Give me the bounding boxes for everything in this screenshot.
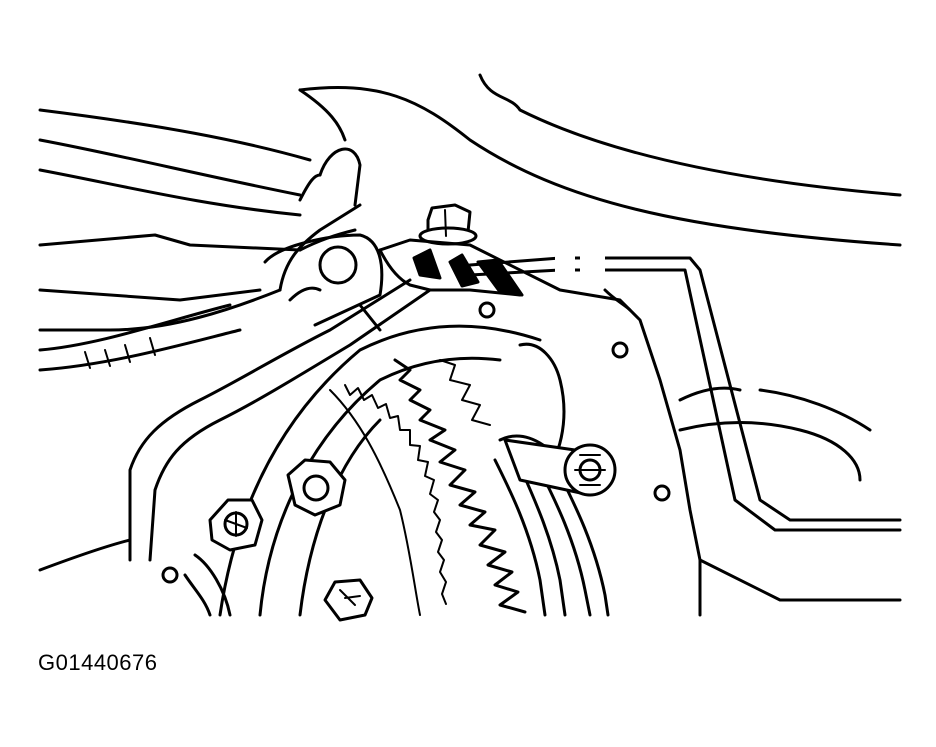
differential-housing [493,342,902,617]
lower-plate [38,538,232,617]
flywheel-bolts [208,458,374,622]
brake-line [468,252,902,532]
body-panel [38,73,902,247]
mounting-bolt [418,203,478,246]
flywheel [218,324,542,617]
pinion-yoke [503,438,617,497]
cover-plate [161,238,702,617]
wiring-harness [38,303,242,372]
location-arrows [412,248,524,297]
support-strap [128,278,432,562]
figure-id-label: G01440676 [38,650,158,675]
ring-gear [393,358,527,614]
frame-rail [38,138,302,332]
exhaust-hanger [263,233,384,327]
